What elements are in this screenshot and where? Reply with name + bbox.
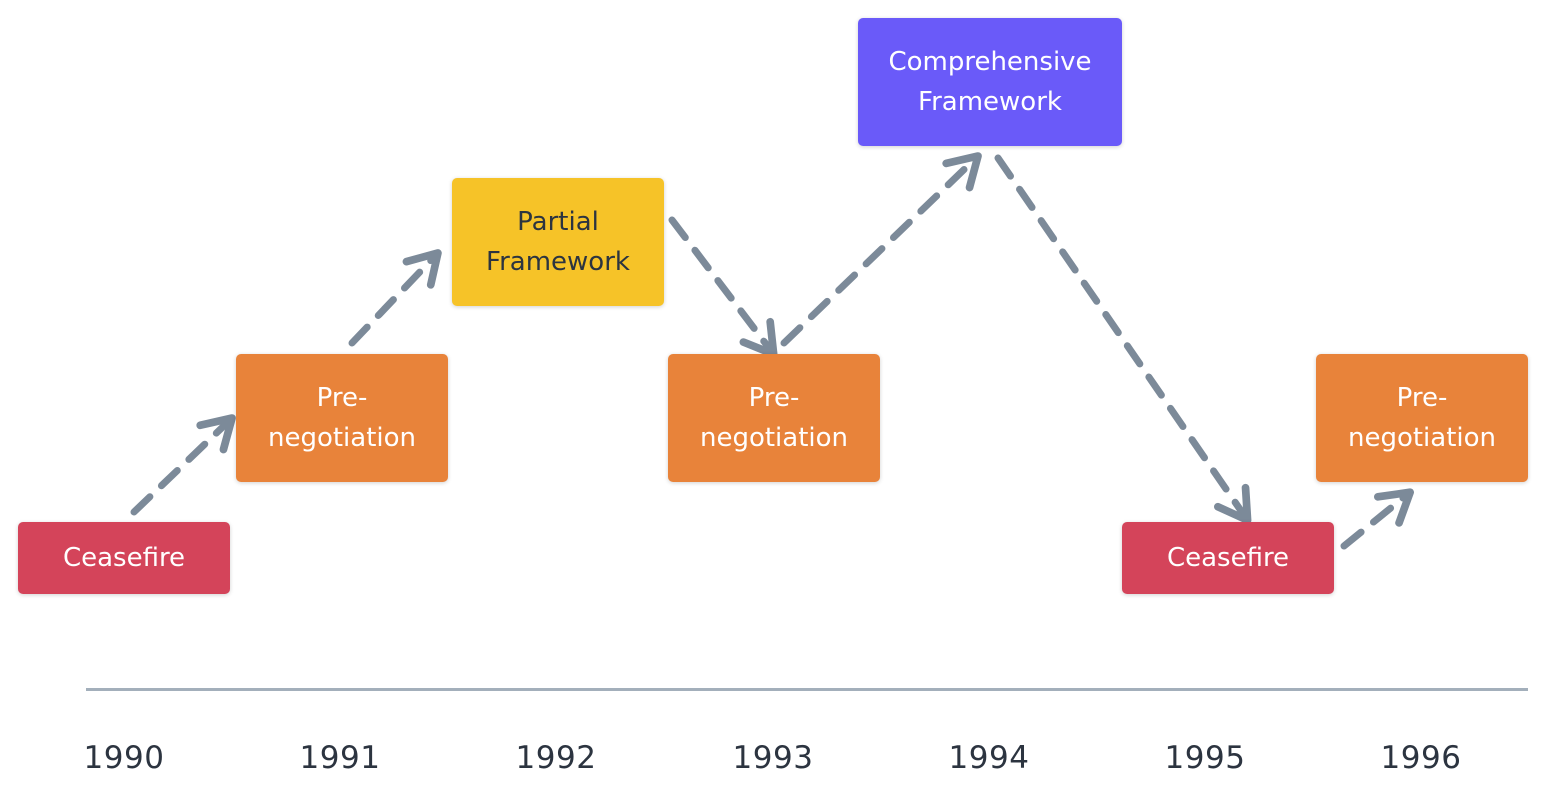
year-label-1996: 1996 [1380, 740, 1462, 776]
stage-partial-framework-1992: Partial Framework [452, 178, 664, 306]
arrow-s4-s5 [780, 152, 982, 347]
stage-pre-negotiation-1991: Pre- negotiation [236, 354, 448, 482]
arrow-s2-s3 [348, 249, 442, 347]
stage-label-line-1: Pre- [316, 383, 368, 413]
stage-label-line-2: Framework [918, 87, 1062, 117]
stage-label: Ceasefire [1166, 543, 1290, 573]
stage-ceasefire-1995: Ceasefire [1122, 522, 1334, 594]
arrow-s5-s6 [994, 154, 1252, 525]
arrow-s1-s2 [130, 414, 236, 516]
year-label-1994: 1994 [948, 740, 1030, 776]
stage-label-line-1: Pre- [1396, 383, 1448, 413]
stage-pre-negotiation-1996: Pre- negotiation [1316, 354, 1528, 482]
year-label-1991: 1991 [299, 740, 381, 776]
stage-ceasefire-1990: Ceasefire [18, 522, 230, 594]
timeline-axis [86, 688, 1528, 691]
stage-label-line-2: Framework [486, 247, 630, 277]
stage-label-line-2: negotiation [1347, 423, 1497, 453]
year-label-1990: 1990 [83, 740, 165, 776]
stage-label: Ceasefire [62, 543, 186, 573]
year-label-1992: 1992 [515, 740, 597, 776]
arrow-s3-s4 [668, 216, 778, 359]
year-label-1995: 1995 [1164, 740, 1246, 776]
stage-pre-negotiation-1993: Pre- negotiation [668, 354, 880, 482]
stage-comprehensive-framework-1994: Comprehensive Framework [858, 18, 1122, 146]
stage-label-line-2: negotiation [267, 423, 417, 453]
stage-label-line-1: Partial [517, 207, 599, 237]
stage-label-line-2: negotiation [699, 423, 849, 453]
arrow-s6-s7 [1340, 488, 1415, 550]
stage-label-line-1: Comprehensive [888, 47, 1092, 77]
year-label-1993: 1993 [732, 740, 814, 776]
stage-label-line-1: Pre- [748, 383, 800, 413]
